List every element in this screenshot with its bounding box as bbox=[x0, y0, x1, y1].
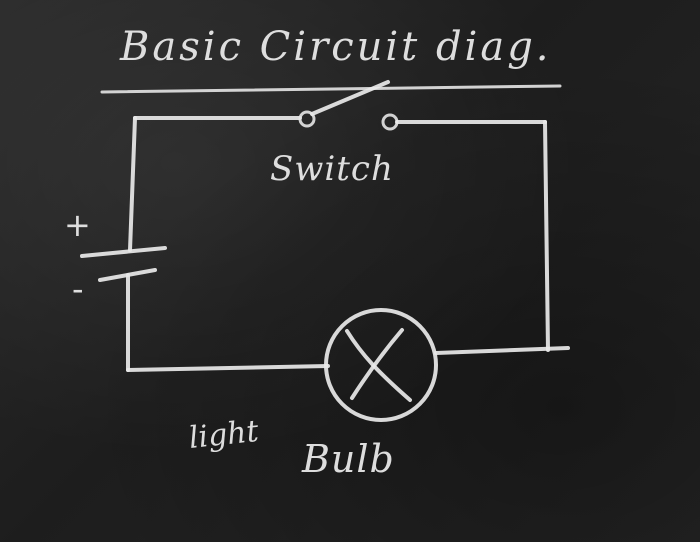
bulb-cross-stroke-1 bbox=[345, 329, 412, 402]
title-underline bbox=[100, 84, 562, 94]
battery-positive-sign: + bbox=[64, 206, 91, 244]
switch-contact-right bbox=[381, 113, 399, 131]
wire-left-upper bbox=[128, 116, 137, 252]
switch-label: Switch bbox=[270, 149, 394, 189]
battery-negative-sign: - bbox=[72, 270, 84, 308]
diagram-title: Basic Circuit diag. bbox=[119, 24, 552, 70]
wire-bottom-left bbox=[126, 364, 330, 372]
bulb-circle bbox=[324, 308, 438, 422]
battery-plate-long bbox=[80, 246, 167, 258]
switch-lever bbox=[310, 80, 390, 116]
bulb-label-light: light bbox=[187, 414, 261, 456]
bulb-label-bulb: Bulb bbox=[301, 437, 395, 481]
bulb-cross-stroke-2 bbox=[350, 328, 404, 400]
switch-contact-left bbox=[298, 110, 316, 128]
wire-right bbox=[543, 120, 550, 352]
